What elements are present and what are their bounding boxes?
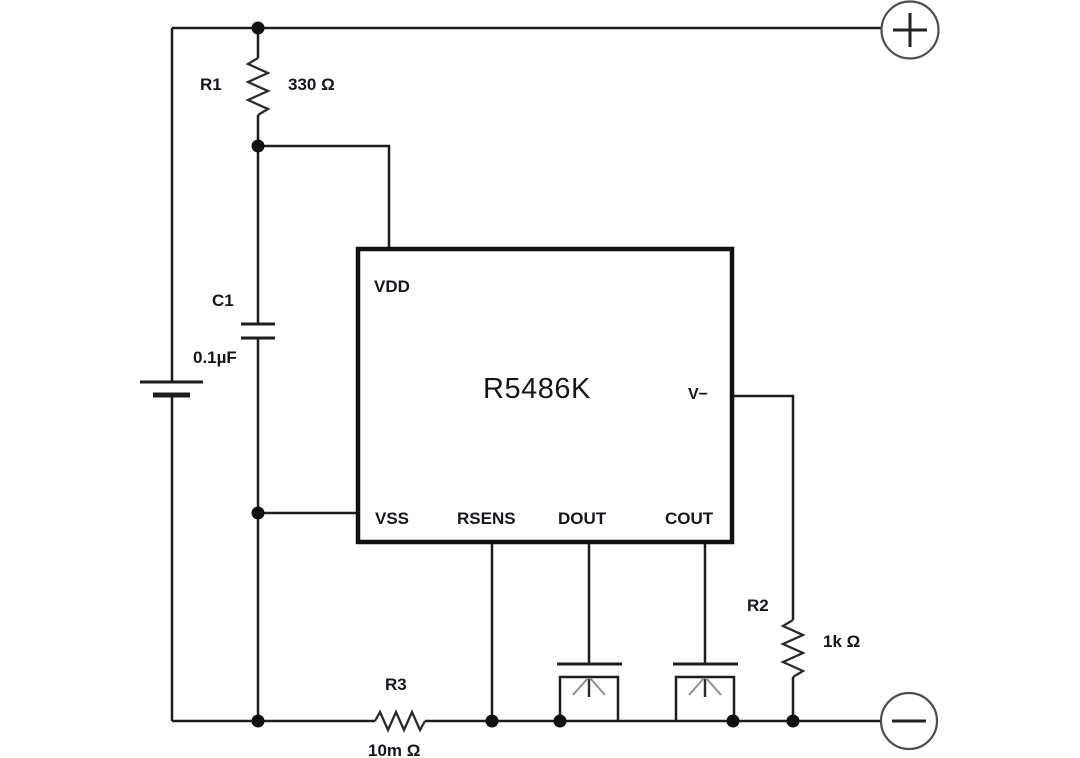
- pin-label-vdd: VDD: [374, 277, 410, 296]
- wire-vminus-to-r2: [732, 394, 795, 620]
- mosfet-2-arrow-left-wing: [688, 677, 705, 696]
- ic-body: [355, 246, 735, 545]
- mosfet-2-channel: [674, 675, 736, 721]
- junction-dot: [726, 714, 740, 728]
- pin-label-vss: VSS: [375, 509, 409, 528]
- label-r1-value: 330 Ω: [288, 75, 335, 94]
- mosfet-1-arrow-left-wing: [572, 677, 589, 696]
- pin-label-cout: COUT: [665, 509, 714, 528]
- junction-dot: [553, 714, 567, 728]
- junction-dot: [251, 139, 265, 153]
- label-r2: R2: [747, 596, 769, 615]
- junction-dot: [485, 714, 499, 728]
- junction-dot: [251, 714, 265, 728]
- label-c1: C1: [212, 291, 234, 310]
- label-c1-value: 0.1µF: [193, 348, 237, 367]
- junction-dot: [251, 21, 265, 35]
- junction-dot: [786, 714, 800, 728]
- resistor-r3-symbol: [373, 709, 427, 733]
- label-r3-value: 10m Ω: [368, 741, 420, 758]
- mosfet-1-symbol: [557, 662, 622, 721]
- junction-dot: [251, 506, 265, 520]
- label-r3: R3: [385, 675, 407, 694]
- resistor-r1-symbol: [245, 57, 271, 116]
- mosfet-1-arrow-right-wing: [589, 677, 606, 696]
- mosfet-1-channel: [558, 675, 620, 721]
- pin-label-dout: DOUT: [558, 509, 607, 528]
- label-r2-value: 1k Ω: [823, 632, 860, 651]
- mosfet-2-symbol: [673, 662, 738, 721]
- label-r1: R1: [200, 75, 222, 94]
- resistor-r2-symbol: [780, 619, 806, 678]
- negative-terminal: [879, 691, 939, 751]
- junction-dots: [251, 21, 800, 728]
- component-symbols: [140, 57, 806, 733]
- pin-label-vminus: V−: [688, 386, 708, 403]
- mosfet-2-arrow-right-wing: [705, 677, 722, 696]
- pin-label-rsens: RSENS: [457, 509, 516, 528]
- wire-vdd-feed: [258, 144, 391, 249]
- ic-part-number: R5486K: [483, 373, 591, 405]
- positive-terminal: [880, 0, 940, 60]
- labels: R1 330 Ω C1 0.1µF R3 10m Ω R2 1k Ω R5486…: [193, 75, 860, 758]
